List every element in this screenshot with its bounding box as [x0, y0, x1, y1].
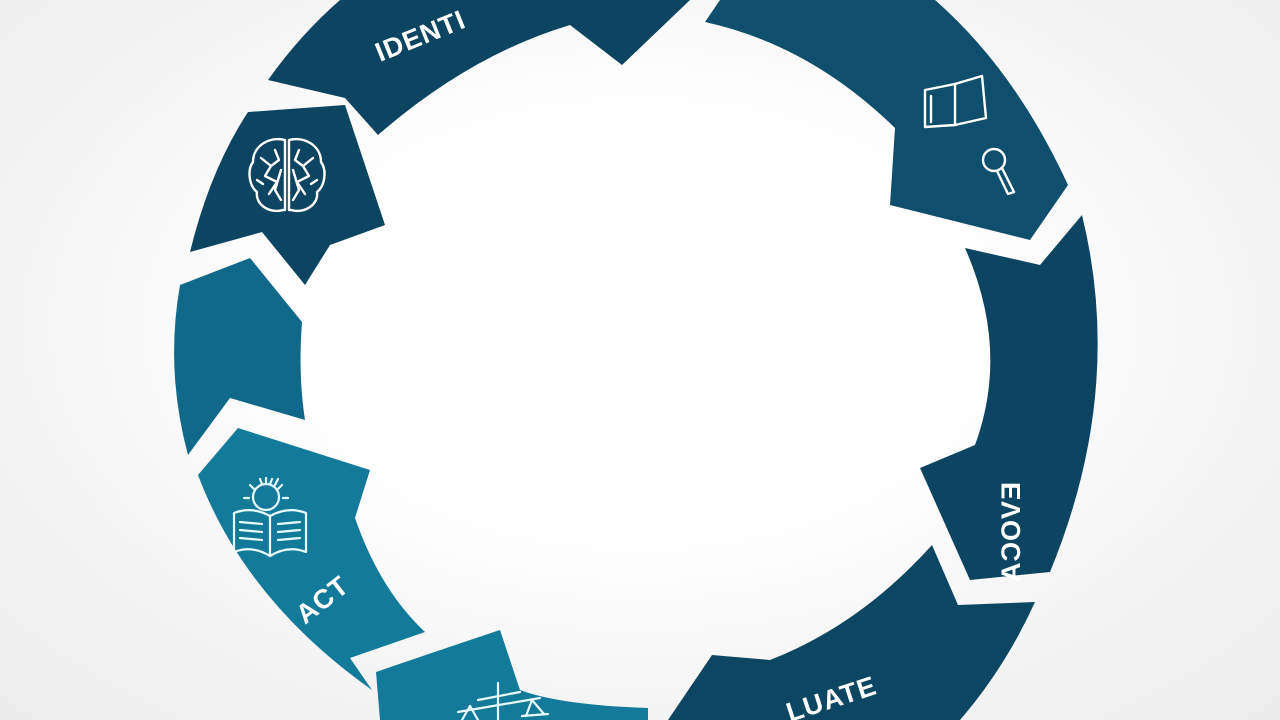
- segment-identify: [268, 0, 690, 135]
- segment-plain: [174, 258, 305, 455]
- segment-act: [198, 428, 425, 690]
- segment-judge: [376, 630, 648, 720]
- segment-evoca-label: EVOCA: [996, 482, 1026, 583]
- segment-evoca: [920, 215, 1098, 580]
- segment-think: [190, 105, 385, 285]
- segment-research: [705, 0, 1068, 240]
- brain-icon: [248, 137, 326, 213]
- segment-evaluate: [668, 545, 1035, 720]
- open-book-gear-icon: [232, 476, 308, 558]
- book-magnifier-icon: [923, 74, 1016, 196]
- scales-icon: [456, 681, 550, 720]
